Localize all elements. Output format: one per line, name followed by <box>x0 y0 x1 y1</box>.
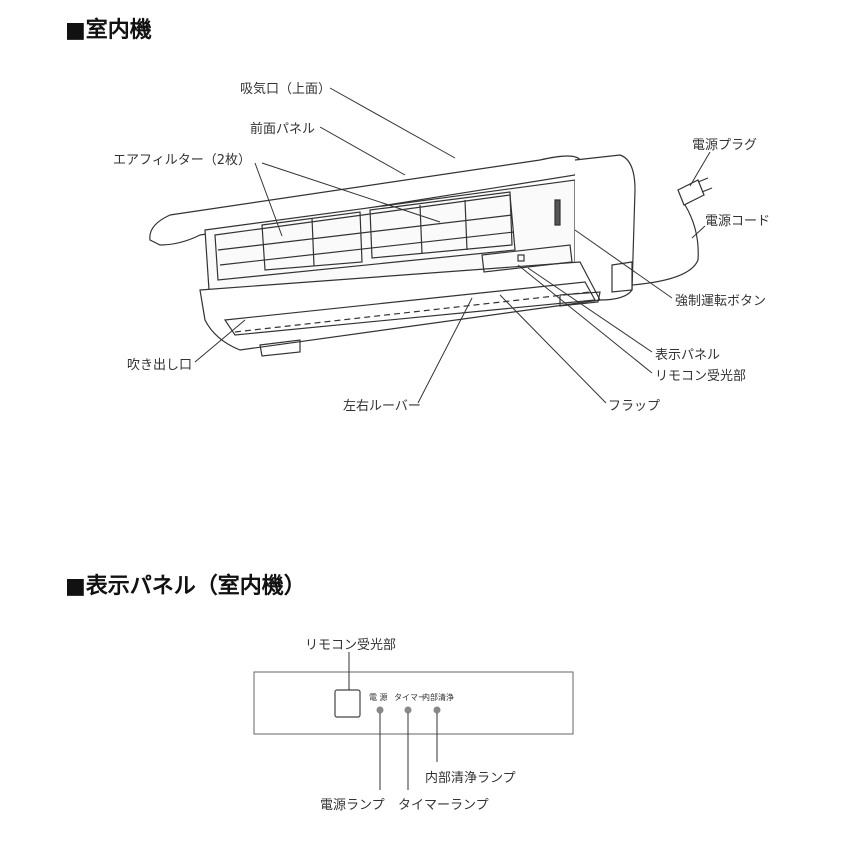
label-front-panel: 前面パネル <box>250 122 316 137</box>
label-louver: 左右ルーバー <box>343 399 421 414</box>
power-lamp <box>376 706 384 714</box>
display-panel-diagram <box>253 652 574 790</box>
remote-receiver-window <box>334 689 361 718</box>
label-panel-receiver: リモコン受光部 <box>305 638 397 653</box>
display-panel-box <box>253 671 574 735</box>
label-remote-receiver: リモコン受光部 <box>655 369 747 384</box>
label-air-filter: エアフィルター（2枚） <box>113 153 252 168</box>
leader-lines <box>194 87 711 404</box>
label-intake: 吸気口（上面） <box>240 82 332 97</box>
panel-text-clean: 内部清浄 <box>422 693 454 702</box>
label-timer-lamp: タイマーランプ <box>398 798 489 813</box>
section-title-display-panel: ■表示パネル（室内機） <box>65 574 306 599</box>
label-clean-lamp: 内部清浄ランプ <box>425 771 516 786</box>
label-forced-button: 強制運転ボタン <box>675 294 767 309</box>
label-outlet: 吹き出し口 <box>127 358 193 373</box>
label-power-cord: 電源コード <box>705 214 771 229</box>
panel-text-power: 電 源 <box>369 693 388 702</box>
timer-lamp <box>404 706 412 714</box>
section-title-indoor-unit: ■室内機 <box>65 18 152 43</box>
panel-text-timer: タイマー <box>394 693 426 702</box>
ac-unit-illustration <box>149 154 713 357</box>
label-power-lamp: 電源ランプ <box>320 798 385 813</box>
label-power-plug: 電源プラグ <box>692 138 758 153</box>
label-flap: フラップ <box>608 399 661 414</box>
label-display-panel: 表示パネル <box>655 348 721 363</box>
clean-lamp <box>433 706 441 714</box>
